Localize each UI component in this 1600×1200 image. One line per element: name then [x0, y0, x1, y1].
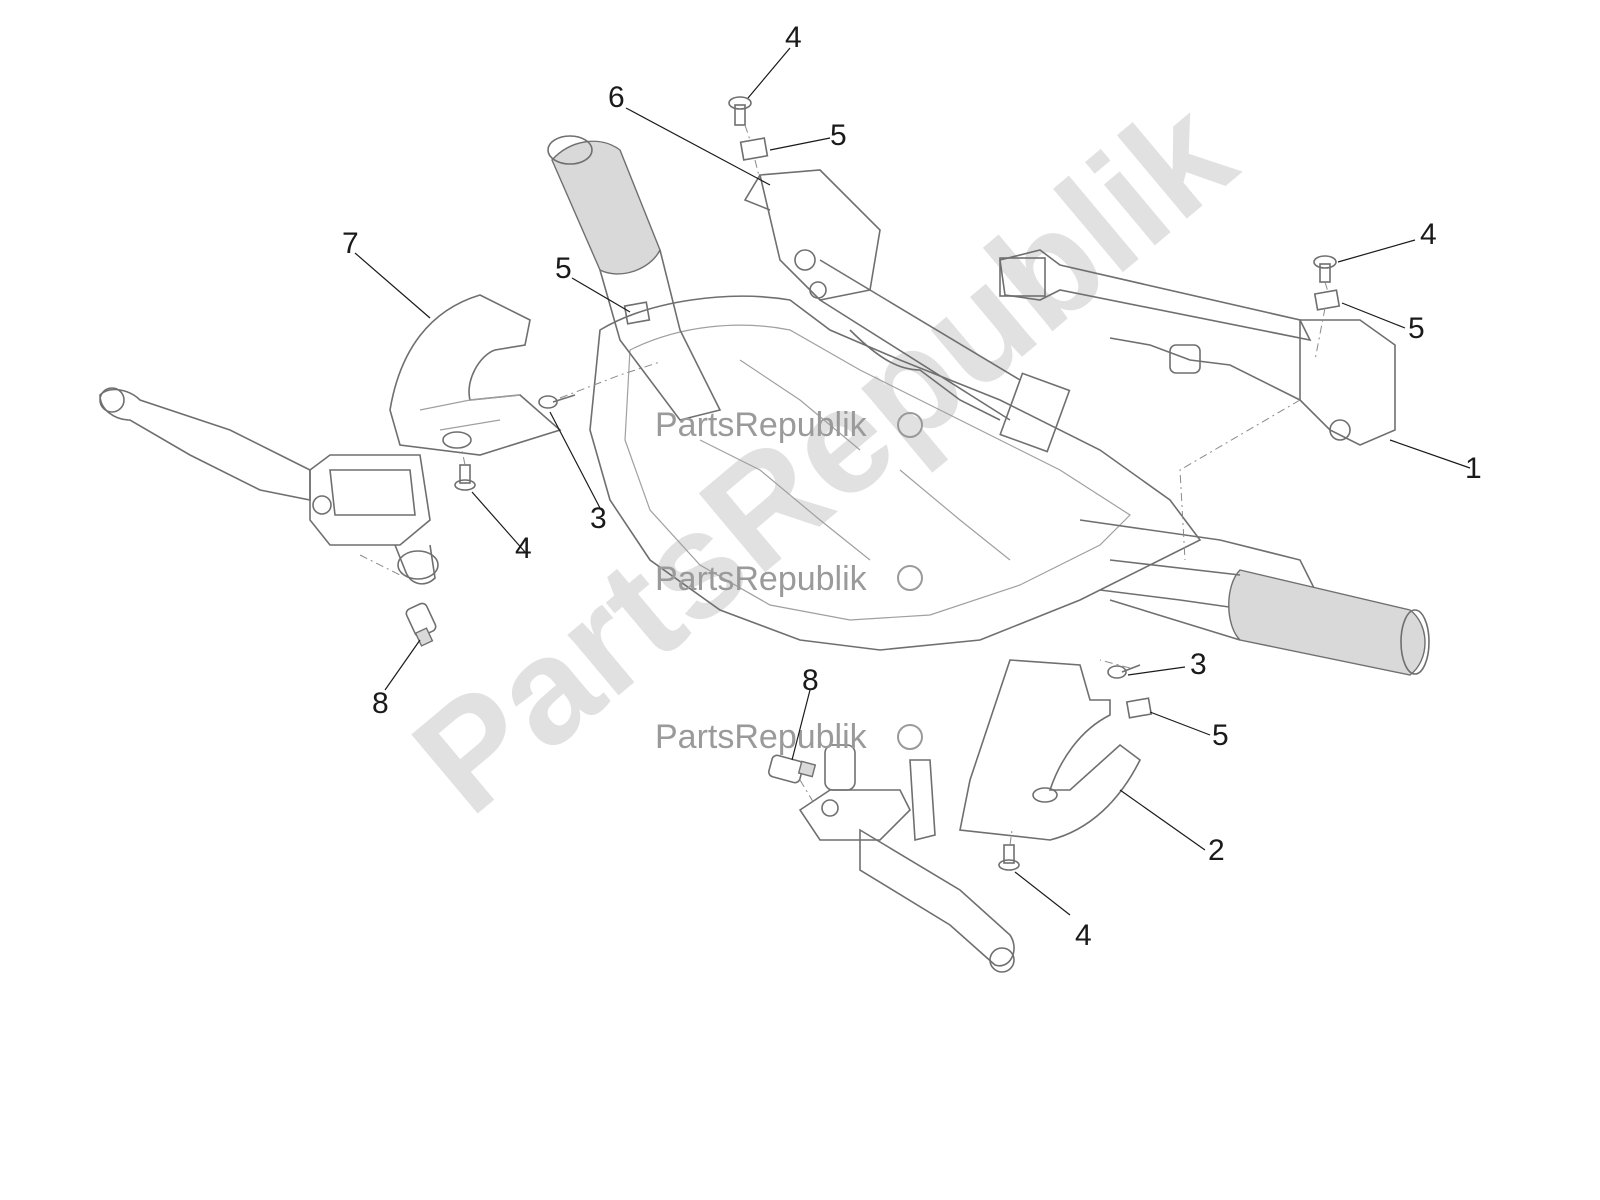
- callout-5: 5: [1212, 719, 1229, 752]
- callout-7: 7: [342, 227, 359, 260]
- callout-4: 4: [785, 21, 802, 54]
- callout-5: 5: [555, 252, 572, 285]
- callout-6: 6: [608, 81, 625, 114]
- callout-3: 3: [590, 502, 607, 535]
- left-switch-housing: [743, 169, 1071, 453]
- callout-5: 5: [1408, 312, 1425, 345]
- screw-icon: [454, 464, 476, 491]
- callout-8: 8: [372, 687, 389, 720]
- tapping-screw-icon: [1107, 664, 1141, 679]
- tapping-screw-icon: [538, 394, 576, 409]
- watermark-stamp-1: PartsRepublik: [655, 406, 923, 444]
- callout-2: 2: [1208, 834, 1225, 867]
- callout-1: 1: [1465, 452, 1482, 485]
- right-switch-housing: [999, 249, 1396, 446]
- watermark-small-text: PartsRepublik: [655, 718, 868, 756]
- screw-icon: [1313, 255, 1337, 283]
- callout-4: 4: [1420, 218, 1437, 251]
- brake-switch-right: [768, 754, 817, 784]
- watermark-stamp-3: PartsRepublik: [655, 718, 923, 756]
- left-cover: [389, 294, 562, 456]
- clip-nut-icon: [739, 137, 769, 161]
- right-cover: [959, 659, 1142, 841]
- callout-4: 4: [515, 532, 532, 565]
- leader-lines: [354, 47, 1471, 916]
- clip-nut-icon: [1313, 289, 1341, 311]
- callout-5: 5: [830, 119, 847, 152]
- callout-4: 4: [1075, 919, 1092, 952]
- screw-icon: [728, 96, 752, 126]
- clip-nut-icon: [1125, 697, 1153, 719]
- clip-nut-icon: [623, 301, 651, 325]
- assembly-lines: [359, 124, 1329, 846]
- callout-8: 8: [802, 664, 819, 697]
- watermark-small-text: PartsRepublik: [655, 560, 868, 598]
- left-brake-lever: [99, 387, 439, 585]
- callout-labels: 4 6 5 4 7 5 5 1 3 4 8 3 8 5 2 4: [342, 21, 1482, 952]
- brake-switch-left: [405, 602, 437, 647]
- right-grip: [1109, 559, 1430, 676]
- left-grip: [547, 135, 722, 421]
- watermark-stamp-2: PartsRepublik: [655, 560, 923, 598]
- watermark-small-text: PartsRepublik: [655, 406, 868, 444]
- right-brake-lever: [798, 744, 1015, 973]
- callout-3: 3: [1190, 648, 1207, 681]
- screw-icon: [998, 844, 1020, 871]
